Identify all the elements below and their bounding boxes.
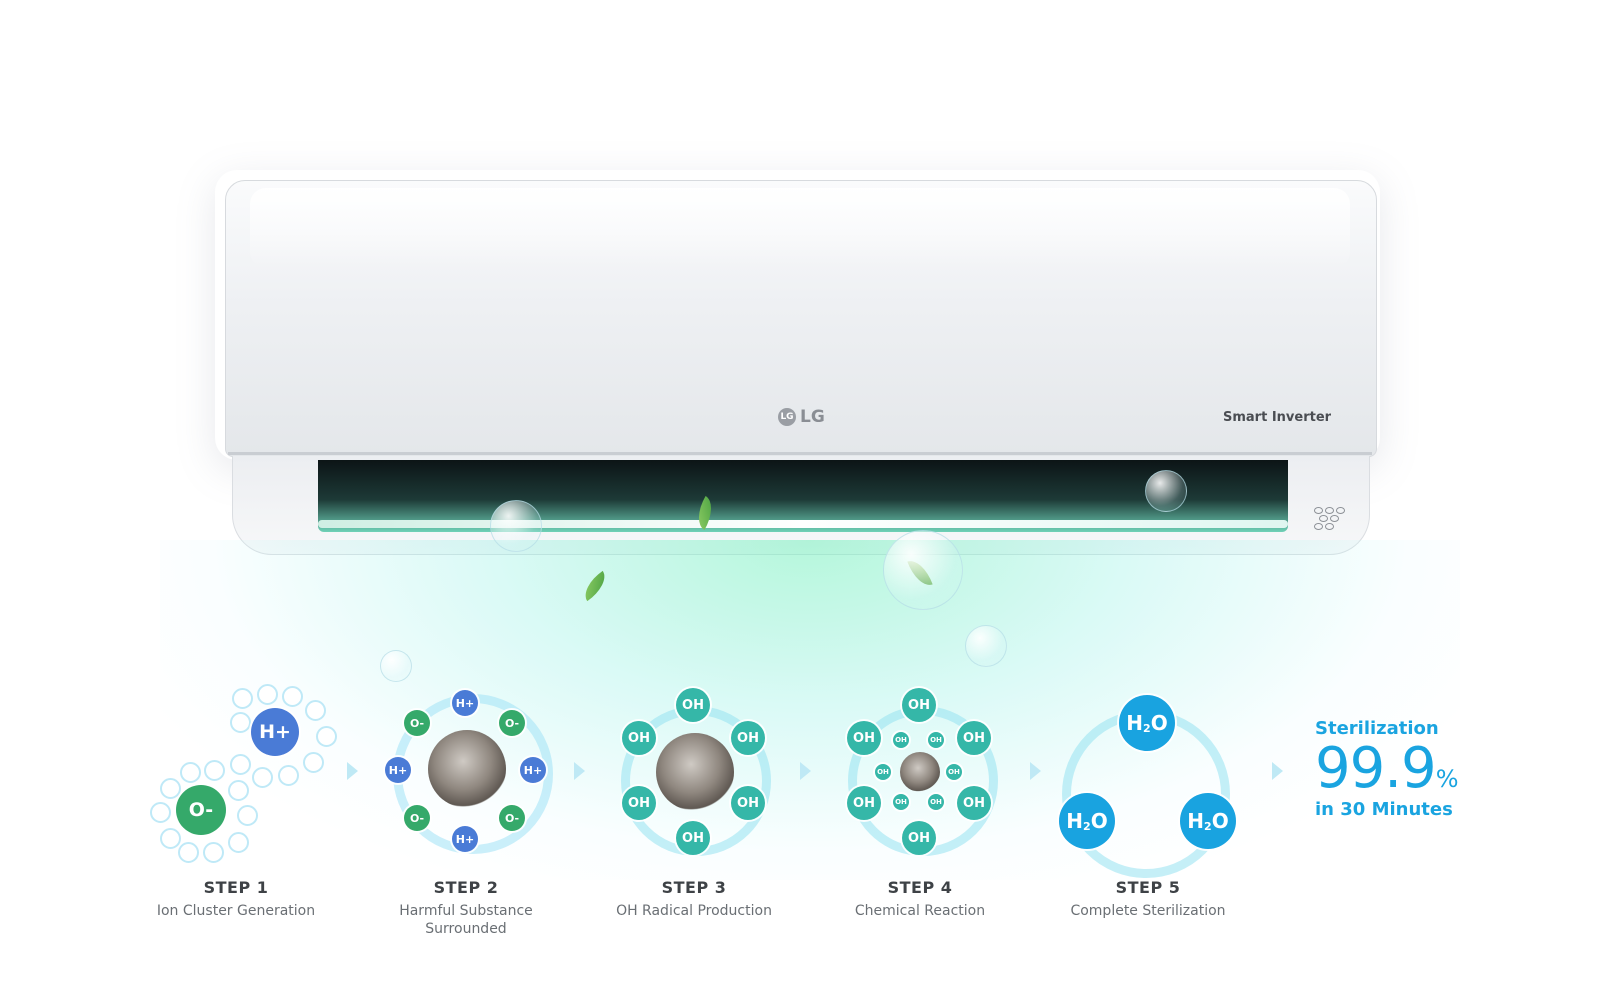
o-minus-ion-icon: O- [404,710,430,736]
ac-unit-sheen [250,188,1350,268]
result-unit: % [1435,765,1459,793]
oh-radical-icon: OH [893,794,909,810]
h-plus-ion-icon: H+ [452,826,478,852]
ac-unit-edge [228,452,1372,455]
step-title: STEP 1 [203,878,269,897]
oh-radical-icon: OH [676,821,710,855]
step-1-label: STEP 1 Ion Cluster Generation [126,878,346,920]
o-minus-ion-icon: O- [499,805,525,831]
step-arrow-icon [347,762,358,780]
oh-radical-icon: OH [847,721,881,755]
oh-radical-icon: OH [676,688,710,722]
result-value: 99.9 [1315,736,1437,801]
step-arrow-icon [1030,762,1041,780]
ac-louver [318,520,1288,528]
lg-logo: LG LG [778,407,825,427]
oh-radical-icon: OH [928,794,944,810]
oh-radical-icon: OH [946,764,962,780]
bubble-icon [380,650,412,682]
oh-radical-icon: OH [902,688,936,722]
harmful-substance-icon [656,733,734,811]
oh-radical-icon: OH [731,721,765,755]
o-minus-ion-icon: O- [404,805,430,831]
step-title: STEP 3 [661,878,727,897]
step-5-label: STEP 5 Complete Sterilization [1038,878,1258,920]
step-arrow-icon [574,762,585,780]
h-plus-ion-icon: H+ [385,757,411,783]
oh-radical-icon: OH [622,721,656,755]
smart-inverter-label: Smart Inverter [1223,410,1332,425]
step-arrow-icon [1272,762,1283,780]
step-description: Complete Sterilization [1070,903,1226,919]
h-plus-ion-icon: H+ [520,757,546,783]
o-minus-ion-icon: O- [499,710,525,736]
step-3-label: STEP 3 OH Radical Production [584,878,804,920]
oh-radical-icon: OH [957,721,991,755]
h-plus-ion-icon: H+ [251,708,299,756]
bubble-icon [1145,470,1187,512]
lg-logo-icon: LG [778,408,796,426]
harmful-substance-icon [428,730,506,808]
step-title: STEP 2 [433,878,499,897]
oh-radical-icon: OH [957,786,991,820]
step-description: OH Radical Production [616,903,772,919]
step-description: Harmful Substance Surrounded [399,903,533,937]
step-4-label: STEP 4 Chemical Reaction [810,878,1030,920]
result-label: Sterilization [1315,718,1439,739]
step-description: Chemical Reaction [854,903,986,919]
oh-radical-icon: OH [928,732,944,748]
step-description: Ion Cluster Generation [156,903,316,919]
o-minus-ion-icon: O- [176,785,226,835]
ionizer-indicator-icon [1310,505,1350,535]
oh-radical-icon: OH [893,732,909,748]
step-2-label: STEP 2 Harmful Substance Surrounded [356,878,576,938]
bubble-icon [965,625,1007,667]
oh-radical-icon: OH [902,821,936,855]
result-subtitle: in 30 Minutes [1315,799,1453,820]
step-title: STEP 4 [887,878,953,897]
harmful-substance-icon [900,752,940,792]
sterilization-result: Sterilization 99.9% in 30 Minutes [1315,718,1459,820]
airflow-glow [160,540,1460,880]
oh-radical-icon: OH [875,764,891,780]
h-plus-ion-icon: H+ [452,690,478,716]
step-title: STEP 5 [1115,878,1181,897]
oh-radical-icon: OH [847,786,881,820]
oh-radical-icon: OH [622,786,656,820]
step-arrow-icon [800,762,811,780]
oh-radical-icon: OH [731,786,765,820]
bubble-icon [490,500,542,552]
lg-logo-text: LG [800,407,825,427]
bubble-icon [883,530,963,610]
